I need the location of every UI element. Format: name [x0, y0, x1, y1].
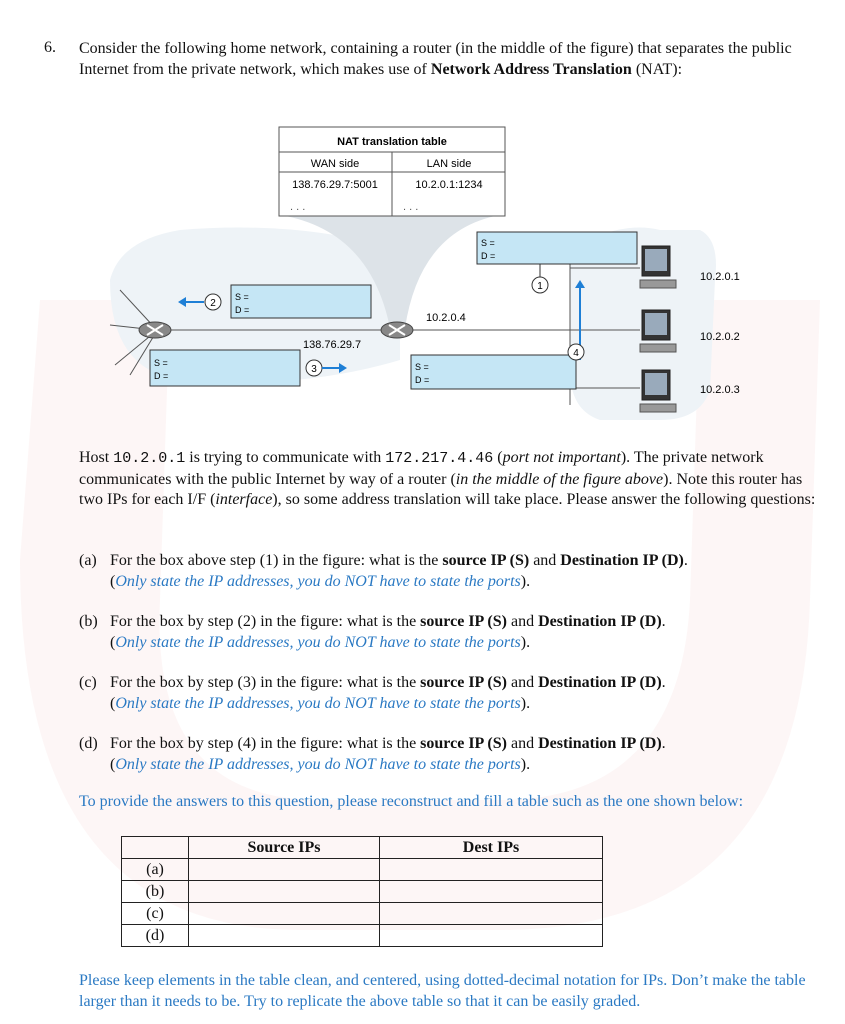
svg-text:S =: S =	[154, 358, 168, 368]
host-1-ip: 10.2.0.1	[700, 271, 740, 283]
host-computer-icon: 10.2.0.3	[639, 369, 740, 413]
provide-instructions: To provide the answers to this question,…	[79, 793, 744, 810]
problem-paragraph: Host 10.2.0.1 is trying to communicate w…	[79, 449, 816, 508]
question-intro: Consider the following home network, con…	[79, 40, 792, 78]
internet-links	[109, 289, 156, 376]
lan-ellipsis: . . .	[403, 201, 418, 213]
nat-network-figure: NAT translation table WAN side LAN side …	[100, 120, 760, 420]
host-computer-icon: 10.2.0.2	[639, 309, 740, 353]
packet-box-step4: S = D =	[410, 354, 577, 390]
answer-table: Source IPs Dest IPs (a) (b) (c) (d)	[121, 836, 603, 947]
svg-text:D =: D =	[481, 251, 495, 261]
dest-ip-cell[interactable]	[379, 902, 603, 925]
wan-side-value: 138.76.29.7:5001	[292, 179, 378, 191]
packet-box-step2: S = D =	[230, 284, 372, 319]
wan-side-header: WAN side	[311, 158, 360, 170]
svg-text:D =: D =	[154, 371, 168, 381]
table-row: (b)	[121, 880, 603, 903]
footer-instructions: Please keep elements in the table clean,…	[79, 972, 806, 1010]
table-header-row: Source IPs Dest IPs	[121, 836, 603, 859]
host-2-ip: 10.2.0.2	[700, 331, 740, 343]
row-label: (d)	[121, 924, 189, 947]
table-row: (c)	[121, 902, 603, 925]
step-2-marker: 2	[178, 293, 222, 311]
svg-text:D =: D =	[235, 305, 249, 315]
internet-router-icon	[138, 321, 172, 339]
dest-ips-header: Dest IPs	[379, 836, 603, 859]
host-3-ip: 10.2.0.3	[700, 384, 740, 396]
packet-box-step1: S = D =	[476, 231, 638, 265]
lan-side-value: 10.2.0.1:1234	[415, 179, 482, 191]
step-3-marker: 3	[305, 359, 347, 377]
svg-text:D =: D =	[415, 375, 429, 385]
dest-ip-cell[interactable]	[379, 880, 603, 903]
nat-table-title: NAT translation table	[337, 136, 447, 148]
svg-text:4: 4	[573, 348, 579, 359]
row-label: (b)	[121, 880, 189, 903]
source-ip-cell[interactable]	[188, 902, 380, 925]
table-row: (a)	[121, 858, 603, 881]
step-4-marker: 4	[567, 343, 585, 372]
nat-translation-table: NAT translation table WAN side LAN side …	[278, 126, 506, 217]
dest-ip-cell[interactable]	[379, 858, 603, 881]
question-number: 6.	[44, 39, 56, 56]
svg-text:S =: S =	[481, 238, 495, 248]
table-row: (d)	[121, 924, 603, 947]
router-lan-ip: 10.2.0.4	[426, 312, 466, 324]
host-computer-icon: 10.2.0.1	[639, 245, 740, 289]
nat-router-icon	[380, 321, 414, 339]
svg-text:S =: S =	[235, 292, 249, 302]
packet-box-step3: S = D =	[149, 349, 301, 387]
svg-text:1: 1	[537, 281, 543, 292]
svg-text:2: 2	[210, 298, 216, 309]
dest-ip-cell[interactable]	[379, 924, 603, 947]
row-label: (c)	[121, 902, 189, 925]
wan-ellipsis: . . .	[290, 201, 305, 213]
source-ip-cell[interactable]	[188, 858, 380, 881]
svg-text:S =: S =	[415, 362, 429, 372]
row-label: (a)	[121, 858, 189, 881]
source-ip-cell[interactable]	[188, 924, 380, 947]
router-wan-ip: 138.76.29.7	[303, 339, 361, 351]
source-ips-header: Source IPs	[188, 836, 380, 859]
lan-side-header: LAN side	[427, 158, 472, 170]
svg-text:3: 3	[311, 364, 317, 375]
source-ip-cell[interactable]	[188, 880, 380, 903]
